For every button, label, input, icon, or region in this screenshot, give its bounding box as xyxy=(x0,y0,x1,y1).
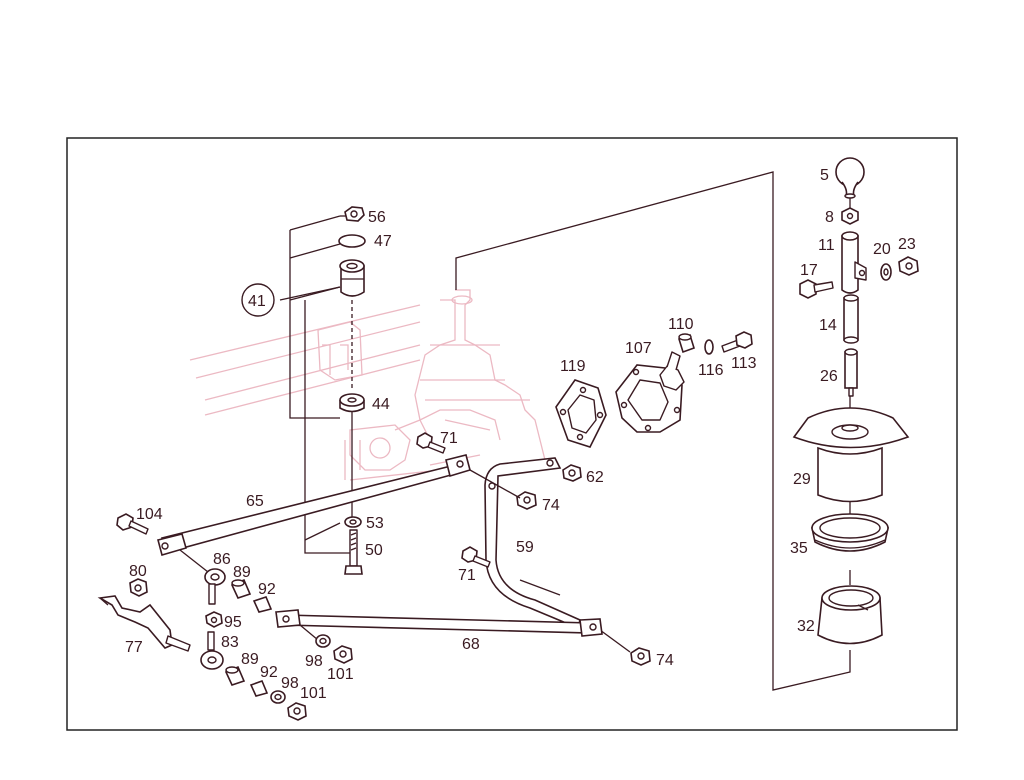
callout-101-lower: 101 xyxy=(300,685,327,702)
part-11-shift-lever-housing xyxy=(841,231,867,294)
part-89-bushing-lower xyxy=(224,665,246,686)
part-107-shift-housing xyxy=(615,351,685,433)
part-14-pin xyxy=(843,294,859,344)
callout-26: 26 xyxy=(820,368,838,385)
callout-89-upper: 89 xyxy=(233,564,251,581)
part-86-ball-joint xyxy=(204,568,226,605)
callout-35: 35 xyxy=(790,540,808,557)
callout-labels: 5 8 11 20 23 17 14 26 29 35 32 56 47 41 … xyxy=(125,167,916,702)
part-8-nut xyxy=(841,207,859,225)
callout-brackets xyxy=(279,171,851,691)
part-98-washer-upper xyxy=(315,634,331,648)
callout-116: 116 xyxy=(698,362,724,379)
part-92-sleeve-upper xyxy=(252,596,273,613)
callout-47: 47 xyxy=(374,233,392,250)
part-101-nut-upper xyxy=(333,645,353,664)
callout-71-upper: 71 xyxy=(440,430,458,447)
callout-74-lower: 74 xyxy=(656,652,674,669)
callout-113: 113 xyxy=(731,355,757,372)
part-89-bushing-upper xyxy=(230,578,252,599)
part-104-bolt xyxy=(116,513,149,535)
callout-68: 68 xyxy=(462,636,480,653)
callout-89-lower: 89 xyxy=(241,651,259,668)
callout-104: 104 xyxy=(136,506,163,523)
callout-62: 62 xyxy=(586,469,604,486)
part-71-bolt-upper xyxy=(416,432,446,454)
callout-8: 8 xyxy=(825,209,834,226)
part-95-nut xyxy=(205,611,223,628)
callout-107: 107 xyxy=(625,340,652,357)
part-17-bolt xyxy=(799,279,834,299)
callout-56: 56 xyxy=(368,209,386,226)
part-74-nut-lower xyxy=(630,647,651,666)
part-92-sleeve-lower xyxy=(249,679,269,697)
callout-14: 14 xyxy=(819,317,837,334)
ghost-transmission-housing xyxy=(189,289,546,481)
callout-71-lower: 71 xyxy=(458,567,476,584)
callout-17: 17 xyxy=(800,262,818,279)
part-65-shift-rod xyxy=(157,454,471,556)
part-20-washer xyxy=(880,263,892,281)
callout-41-circle xyxy=(241,283,275,317)
part-113-bolt xyxy=(721,331,753,353)
callout-101-upper: 101 xyxy=(327,666,354,683)
part-23-nut xyxy=(898,256,919,276)
part-56-nut xyxy=(344,206,365,222)
part-110-plug xyxy=(678,333,695,354)
callout-83: 83 xyxy=(221,634,239,651)
callout-77: 77 xyxy=(125,639,143,656)
callout-29: 29 xyxy=(793,471,811,488)
callout-23: 23 xyxy=(898,236,916,253)
part-98-washer-lower xyxy=(270,690,286,704)
callout-5: 5 xyxy=(820,167,829,184)
callout-98-upper: 98 xyxy=(305,653,323,670)
callout-92-upper: 92 xyxy=(258,581,276,598)
part-41-rubber-bushing xyxy=(339,259,365,297)
callout-92-lower: 92 xyxy=(260,664,278,681)
part-35-ring xyxy=(811,513,889,552)
part-26-pin xyxy=(844,348,858,397)
callout-86: 86 xyxy=(213,551,231,568)
part-119-gasket xyxy=(555,379,607,448)
callout-98-lower: 98 xyxy=(281,675,299,692)
part-71-bolt-lower xyxy=(461,546,491,568)
callout-32: 32 xyxy=(797,618,815,635)
callout-80: 80 xyxy=(129,563,147,580)
part-68-shift-rod xyxy=(275,609,603,637)
part-44-washer xyxy=(339,393,365,413)
callout-41: 41 xyxy=(248,293,266,310)
part-62-nut xyxy=(562,464,582,482)
part-101-nut-lower xyxy=(287,702,307,721)
part-32-bushing-sleeve xyxy=(817,585,883,645)
callout-50: 50 xyxy=(365,542,383,559)
callout-11: 11 xyxy=(818,237,835,254)
callout-65: 65 xyxy=(246,493,264,510)
callout-95: 95 xyxy=(224,614,242,631)
part-74-nut-upper xyxy=(516,491,537,510)
part-29-shift-boot xyxy=(792,407,910,503)
callout-53: 53 xyxy=(366,515,384,532)
part-80-nut xyxy=(129,578,148,597)
callout-74-upper: 74 xyxy=(542,497,560,514)
callout-119: 119 xyxy=(560,358,586,375)
callout-44: 44 xyxy=(372,396,390,413)
diagram-frame xyxy=(66,137,958,731)
part-53-washer xyxy=(344,516,362,528)
callout-110: 110 xyxy=(668,316,694,333)
part-47-washer xyxy=(338,234,366,248)
part-50-bolt xyxy=(344,529,363,575)
callout-20: 20 xyxy=(873,241,891,258)
part-59-relay-lever xyxy=(484,457,581,630)
part-77-lever-bracket xyxy=(97,595,191,652)
part-116-washer xyxy=(704,339,714,355)
callout-59: 59 xyxy=(516,539,534,556)
part-5-shift-knob xyxy=(835,157,865,199)
part-83-ball-joint xyxy=(200,631,224,670)
